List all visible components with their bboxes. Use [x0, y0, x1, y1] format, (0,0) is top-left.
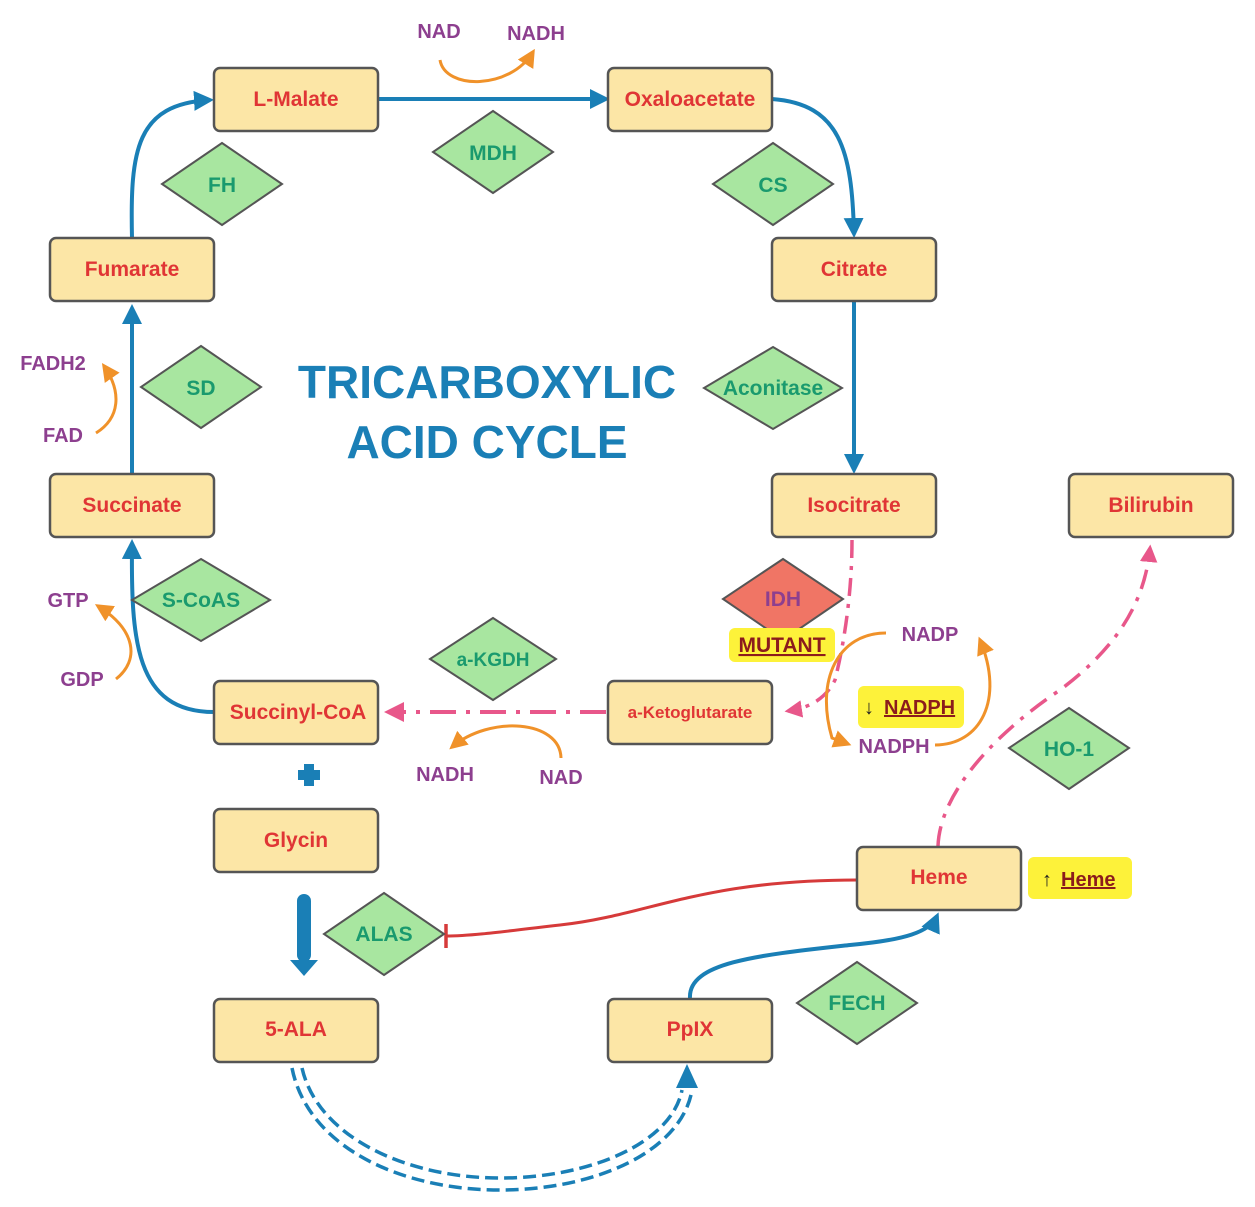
- cofactor-nad-top: NAD: [417, 21, 460, 43]
- cofactor-fadh2: FADH2: [20, 353, 86, 375]
- metabolite-succinyl-coa: Succinyl-CoA: [212, 679, 380, 746]
- thick-arrow-head: [290, 960, 318, 976]
- enzyme-alas-label: ALAS: [355, 923, 412, 946]
- metabolite-ppix-label: PpIX: [667, 1018, 714, 1041]
- metabolite-ketoglutarate: a-Ketoglutarate: [606, 679, 774, 746]
- metabolite-heme: Heme: [855, 845, 1023, 912]
- metabolite-malate-label: L-Malate: [253, 88, 338, 111]
- cofactor-nadp: NADP: [902, 624, 959, 646]
- metabolite-oxaloacetate-label: Oxaloacetate: [625, 88, 756, 111]
- enzyme-alas: ALAS: [322, 891, 446, 977]
- metabolite-5-ala: 5-ALA: [212, 997, 380, 1064]
- arrow-nadp-to-nadph: [824, 631, 887, 748]
- enzyme-cs: CS: [711, 141, 835, 227]
- arrow-ppix-to-heme: [687, 912, 940, 999]
- nadph-decrease-note: ↓ NADPH: [858, 686, 964, 728]
- cofactor-nadh-top: NADH: [507, 23, 565, 45]
- heme-increase-label: Heme: [1061, 869, 1115, 891]
- enzyme-aconitase-label: Aconitase: [723, 377, 823, 400]
- enzyme-scoas: S-CoAS: [130, 557, 272, 643]
- nadph-decrease-label: NADPH: [884, 697, 955, 719]
- dashdot-isocitrate-to-ketoglutarate: [784, 539, 854, 718]
- enzyme-fh-label: FH: [208, 174, 236, 197]
- enzyme-sd-label: SD: [186, 377, 215, 400]
- metabolite-succinyl-coa-label: Succinyl-CoA: [230, 701, 367, 724]
- enzyme-akgdh: a-KGDH: [428, 616, 558, 702]
- enzyme-sd: SD: [139, 344, 263, 430]
- double-dashed-arrow-outer: [290, 1067, 694, 1192]
- heme-increase-note: ↑ Heme: [1028, 857, 1132, 899]
- arrow-fad-to-fadh2: [95, 363, 120, 435]
- metabolite-citrate-label: Citrate: [821, 258, 888, 281]
- mutant-label: MUTANT: [738, 634, 825, 657]
- metabolite-heme-label: Heme: [910, 866, 967, 889]
- arrow-gdp-to-gtp: [94, 604, 133, 681]
- enzyme-fech-label: FECH: [828, 992, 885, 1015]
- metabolite-glycin-label: Glycin: [264, 829, 328, 852]
- cofactor-gdp: GDP: [60, 669, 103, 691]
- heme-increase-arrow: ↑: [1042, 869, 1052, 891]
- enzyme-idh: IDH: [721, 557, 845, 642]
- cofactor-gtp: GTP: [47, 590, 88, 612]
- mutant-note: MUTANT: [729, 628, 835, 662]
- enzyme-akgdh-label: a-KGDH: [457, 650, 530, 671]
- arrow-fumarate-to-malate: [129, 90, 214, 239]
- cofactor-nadh-bottom: NADH: [416, 764, 474, 786]
- enzyme-mdh-label: MDH: [469, 142, 517, 165]
- cofactor-nad-bottom: NAD: [539, 767, 582, 789]
- metabolite-bilirubin-label: Bilirubin: [1108, 494, 1193, 517]
- metabolite-ketoglutarate-label: a-Ketoglutarate: [628, 703, 753, 722]
- enzyme-mdh: MDH: [431, 109, 555, 195]
- dashdot-heme-to-bilirubin: [936, 544, 1158, 847]
- double-dashed-arrow-head: [676, 1064, 698, 1088]
- nadph-decrease-arrow: ↓: [864, 697, 874, 719]
- enzyme-ho1: HO-1: [1007, 706, 1131, 791]
- enzyme-fh: FH: [160, 141, 284, 227]
- metabolite-5-ala-label: 5-ALA: [265, 1018, 327, 1041]
- thick-arrow-shaft: [297, 894, 311, 962]
- metabolite-bilirubin: Bilirubin: [1067, 472, 1235, 539]
- metabolite-ppix: PpIX: [606, 997, 774, 1064]
- arrow-nadph-to-nadp: [934, 636, 994, 747]
- metabolite-fumarate: Fumarate: [48, 236, 216, 303]
- metabolite-isocitrate-label: Isocitrate: [807, 494, 900, 517]
- inhibition-heme-to-alas: [445, 878, 858, 938]
- arrow-succinylcoa-to-succinate: [121, 539, 215, 714]
- double-dashed-arrow-inner: [300, 1067, 684, 1180]
- metabolite-isocitrate: Isocitrate: [770, 472, 938, 539]
- enzyme-fech: FECH: [795, 960, 919, 1046]
- metabolite-oxaloacetate: Oxaloacetate: [606, 66, 774, 133]
- metabolite-fumarate-label: Fumarate: [85, 258, 180, 281]
- enzyme-cs-label: CS: [758, 174, 787, 197]
- plus-sign: [298, 764, 320, 786]
- metabolite-succinate: Succinate: [48, 472, 216, 539]
- metabolite-succinate-label: Succinate: [82, 494, 181, 517]
- title-line-2: ACID CYCLE: [346, 416, 627, 468]
- enzyme-scoas-label: S-CoAS: [162, 589, 240, 612]
- cofactor-nadph: NADPH: [858, 736, 929, 758]
- metabolite-glycin: Glycin: [212, 807, 380, 874]
- metabolite-malate: L-Malate: [212, 66, 380, 133]
- metabolite-citrate: Citrate: [770, 236, 938, 303]
- arrow-oxaloacetate-to-citrate: [771, 97, 864, 238]
- arrow-nad-to-nadh-bottom: [449, 724, 563, 759]
- enzyme-aconitase: Aconitase: [702, 345, 844, 431]
- cofactor-fad: FAD: [43, 425, 83, 447]
- arrow-nad-to-nadh-top: [438, 48, 535, 83]
- enzyme-idh-label: IDH: [765, 588, 801, 611]
- enzyme-ho1-label: HO-1: [1044, 738, 1094, 761]
- title-line-1: TRICARBOXYLIC: [298, 356, 676, 408]
